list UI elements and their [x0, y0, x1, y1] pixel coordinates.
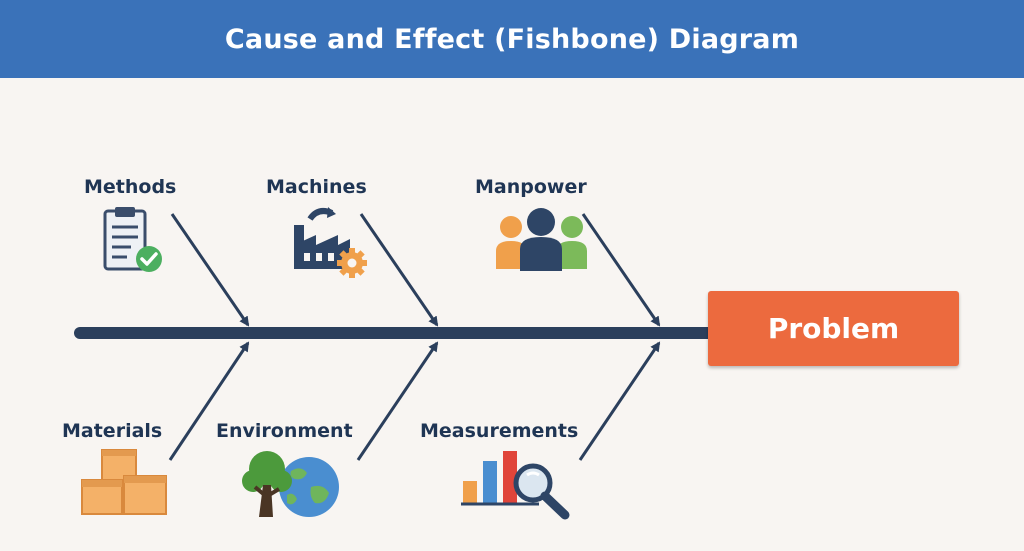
people-group-icon	[496, 208, 587, 271]
label-manpower: Manpower	[475, 176, 587, 198]
diagram-title: Cause and Effect (Fishbone) Diagram	[224, 23, 800, 55]
bone-machines	[359, 213, 439, 327]
problem-box: Problem	[708, 291, 959, 366]
header-bar: Cause and Effect (Fishbone) Diagram	[0, 0, 1024, 78]
bone-measurements	[578, 341, 661, 461]
clipboard-check-icon	[103, 207, 162, 272]
factory-gear-icon	[294, 207, 367, 278]
label-machines: Machines	[266, 176, 367, 198]
label-materials: Materials	[62, 420, 163, 442]
tree-globe-icon	[242, 451, 339, 517]
bar-chart-magnifier-icon	[461, 451, 570, 520]
label-environment: Environment	[216, 420, 353, 442]
bone-materials	[168, 341, 250, 461]
problem-label: Problem	[767, 312, 900, 345]
boxes-icon	[81, 449, 167, 515]
bone-environment	[356, 341, 439, 461]
bone-methods	[170, 213, 250, 327]
label-methods: Methods	[84, 176, 177, 198]
bone-manpower	[581, 213, 661, 327]
label-measurements: Measurements	[420, 420, 579, 442]
